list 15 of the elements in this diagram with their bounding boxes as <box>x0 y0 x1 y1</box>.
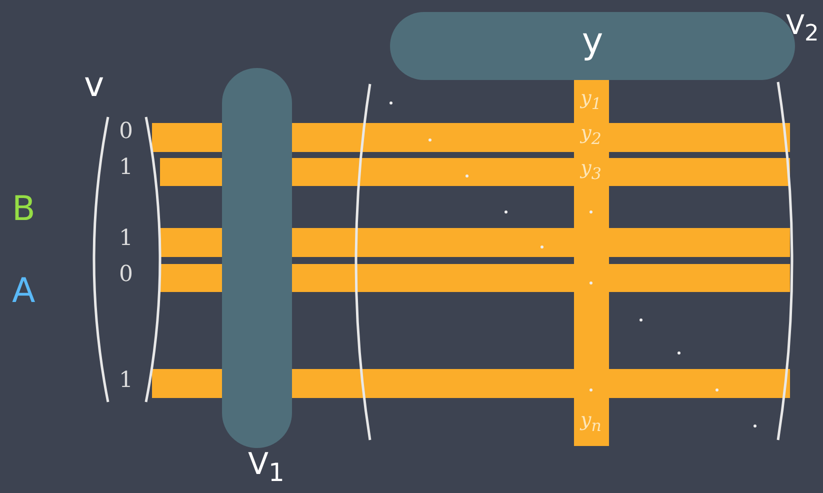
vector-entry: 0 <box>119 264 133 286</box>
vector-label: v <box>84 68 104 102</box>
vector-entry: y$_{n}$ <box>580 411 602 434</box>
vector-entry: 1 <box>119 370 133 392</box>
vector-entry: y$_{1}$ <box>580 89 602 112</box>
matrix-label: V$_{2}$ <box>786 12 819 45</box>
vector-entry: 1 <box>119 157 133 179</box>
vector-entry: 1 <box>119 228 133 250</box>
vector-entry: y$_{2}$ <box>580 124 602 147</box>
vector-entry: 0 <box>119 121 133 143</box>
matrix-label: V$_{1}$ <box>248 450 284 485</box>
vector-label: y <box>580 24 604 60</box>
legend-label: B <box>12 192 36 226</box>
legend-label: A <box>12 274 36 308</box>
vector-entry: y$_{3}$ <box>580 159 602 182</box>
